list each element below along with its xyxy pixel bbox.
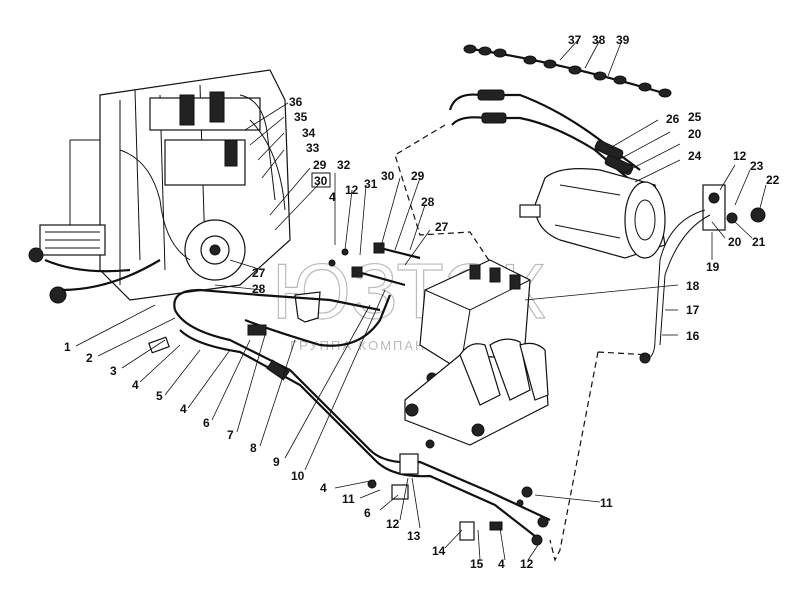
callout-30: 30 — [314, 174, 328, 188]
callout-11: 11 — [600, 496, 613, 510]
mounting-bracket — [404, 338, 549, 446]
sensor-unit — [639, 184, 766, 364]
hose-assembly — [448, 89, 641, 181]
callout-31: 31 — [364, 177, 378, 191]
clamp — [294, 291, 321, 323]
callout-3: 3 — [110, 364, 117, 378]
callout-12: 12 — [386, 517, 400, 531]
callout-25: 25 — [688, 110, 702, 124]
bolt-set — [328, 242, 421, 287]
starter-motor — [519, 168, 666, 259]
callout-28: 28 — [252, 282, 266, 296]
callout-17: 17 — [686, 303, 700, 317]
callout-39: 39 — [616, 33, 630, 47]
callout-5: 5 — [156, 389, 163, 403]
callout-27: 27 — [435, 220, 449, 234]
dashed-routing-lines — [394, 124, 651, 562]
callout-12: 12 — [733, 149, 747, 163]
callout-29: 29 — [313, 158, 327, 172]
callout-35: 35 — [294, 110, 308, 124]
callout-13: 13 — [407, 529, 421, 543]
watermark-text: ГРУППА КОМПАНИЙ — [290, 338, 449, 353]
callout-22: 22 — [766, 173, 780, 187]
callout-18: 18 — [686, 279, 700, 293]
injector-line-assembly — [463, 44, 672, 98]
callout-11: 11 — [342, 492, 355, 506]
callout-20: 20 — [688, 127, 702, 141]
callout-12: 12 — [520, 557, 534, 571]
callout-27: 27 — [252, 266, 266, 280]
callout-33: 33 — [306, 141, 320, 155]
callout-6: 6 — [364, 506, 371, 520]
callout-1: 1 — [64, 340, 71, 354]
callout-12: 12 — [345, 183, 359, 197]
callout-6: 6 — [203, 416, 210, 430]
callout-2: 2 — [86, 351, 93, 365]
callout-30-box — [311, 172, 331, 188]
callout-36: 36 — [289, 95, 303, 109]
callout-26: 26 — [666, 112, 680, 126]
callout-4: 4 — [180, 402, 187, 416]
callout-21: 21 — [752, 235, 766, 249]
callout-24: 24 — [688, 149, 702, 163]
callout-4: 4 — [132, 378, 139, 392]
callout-29: 29 — [411, 169, 425, 183]
callout-30: 30 — [381, 169, 395, 183]
callout-37: 37 — [568, 33, 582, 47]
callout-19: 19 — [706, 260, 720, 274]
callout-4: 4 — [320, 481, 327, 495]
callout-28: 28 — [421, 195, 435, 209]
callout-20: 20 — [728, 235, 742, 249]
callout-15: 15 — [470, 557, 484, 571]
callout-16: 16 — [686, 329, 700, 343]
callout-8: 8 — [250, 441, 257, 455]
callout-10: 10 — [291, 469, 305, 483]
leader-lines — [75, 39, 767, 561]
callout-labels: 37 38 39 36 35 34 33 29 30 32 12 31 30 2… — [64, 33, 780, 571]
callout-32: 32 — [337, 158, 351, 172]
callout-34: 34 — [302, 126, 316, 140]
callout-4: 4 — [498, 557, 505, 571]
callout-9: 9 — [273, 455, 280, 469]
callout-38: 38 — [592, 33, 606, 47]
engine-block — [28, 69, 291, 304]
callout-7: 7 — [227, 428, 234, 442]
pipe-run — [148, 288, 551, 546]
callout-14: 14 — [432, 544, 446, 558]
callout-4: 4 — [329, 190, 336, 204]
callout-23: 23 — [750, 159, 764, 173]
